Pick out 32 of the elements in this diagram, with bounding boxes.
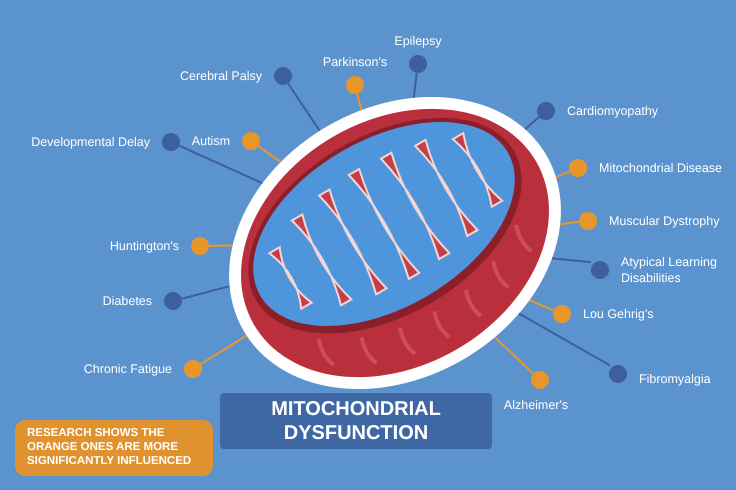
disease-label: Lou Gehrig's — [583, 306, 654, 322]
leader-line — [258, 145, 282, 163]
title-banner: MITOCHONDRIAL DYSFUNCTION — [220, 393, 492, 449]
disease-label: Chronic Fatigue — [84, 361, 172, 377]
leader-line — [356, 93, 362, 110]
disease-label: Cerebral Palsy — [180, 68, 262, 84]
leader-line — [412, 72, 418, 98]
disease-label: Muscular Dystrophy — [609, 213, 720, 229]
leader-line — [178, 144, 263, 184]
leader-line — [181, 285, 230, 300]
leader-line — [287, 82, 321, 132]
disease-label: Fibromyalgia — [639, 371, 711, 387]
disease-label: Mitochondrial Disease — [599, 160, 722, 176]
disease-label: Huntington's — [110, 238, 179, 254]
leader-line — [556, 170, 570, 178]
disease-label: Developmental Delay — [31, 134, 150, 150]
leader-line — [529, 299, 554, 312]
leader-line — [524, 116, 540, 130]
disease-label: Alzheimer's — [504, 397, 568, 413]
disease-label: Autism — [192, 133, 230, 149]
note-box: RESEARCH SHOWS THE ORANGE ONES ARE MORE SIGNIFICANTLY INFLUENCED — [15, 420, 213, 476]
disease-label: Epilepsy — [394, 33, 442, 49]
leader-line — [200, 334, 248, 366]
leader-line — [552, 257, 592, 264]
disease-label: Parkinson's — [322, 54, 388, 70]
disease-label: Atypical Learning Disabilities — [621, 254, 718, 286]
disease-label: Cardiomyopathy — [567, 103, 658, 119]
leader-line — [494, 336, 534, 375]
leader-line — [560, 221, 580, 226]
disease-label: Diabetes — [102, 293, 152, 309]
leader-line — [518, 312, 611, 366]
leader-line — [208, 244, 233, 247]
